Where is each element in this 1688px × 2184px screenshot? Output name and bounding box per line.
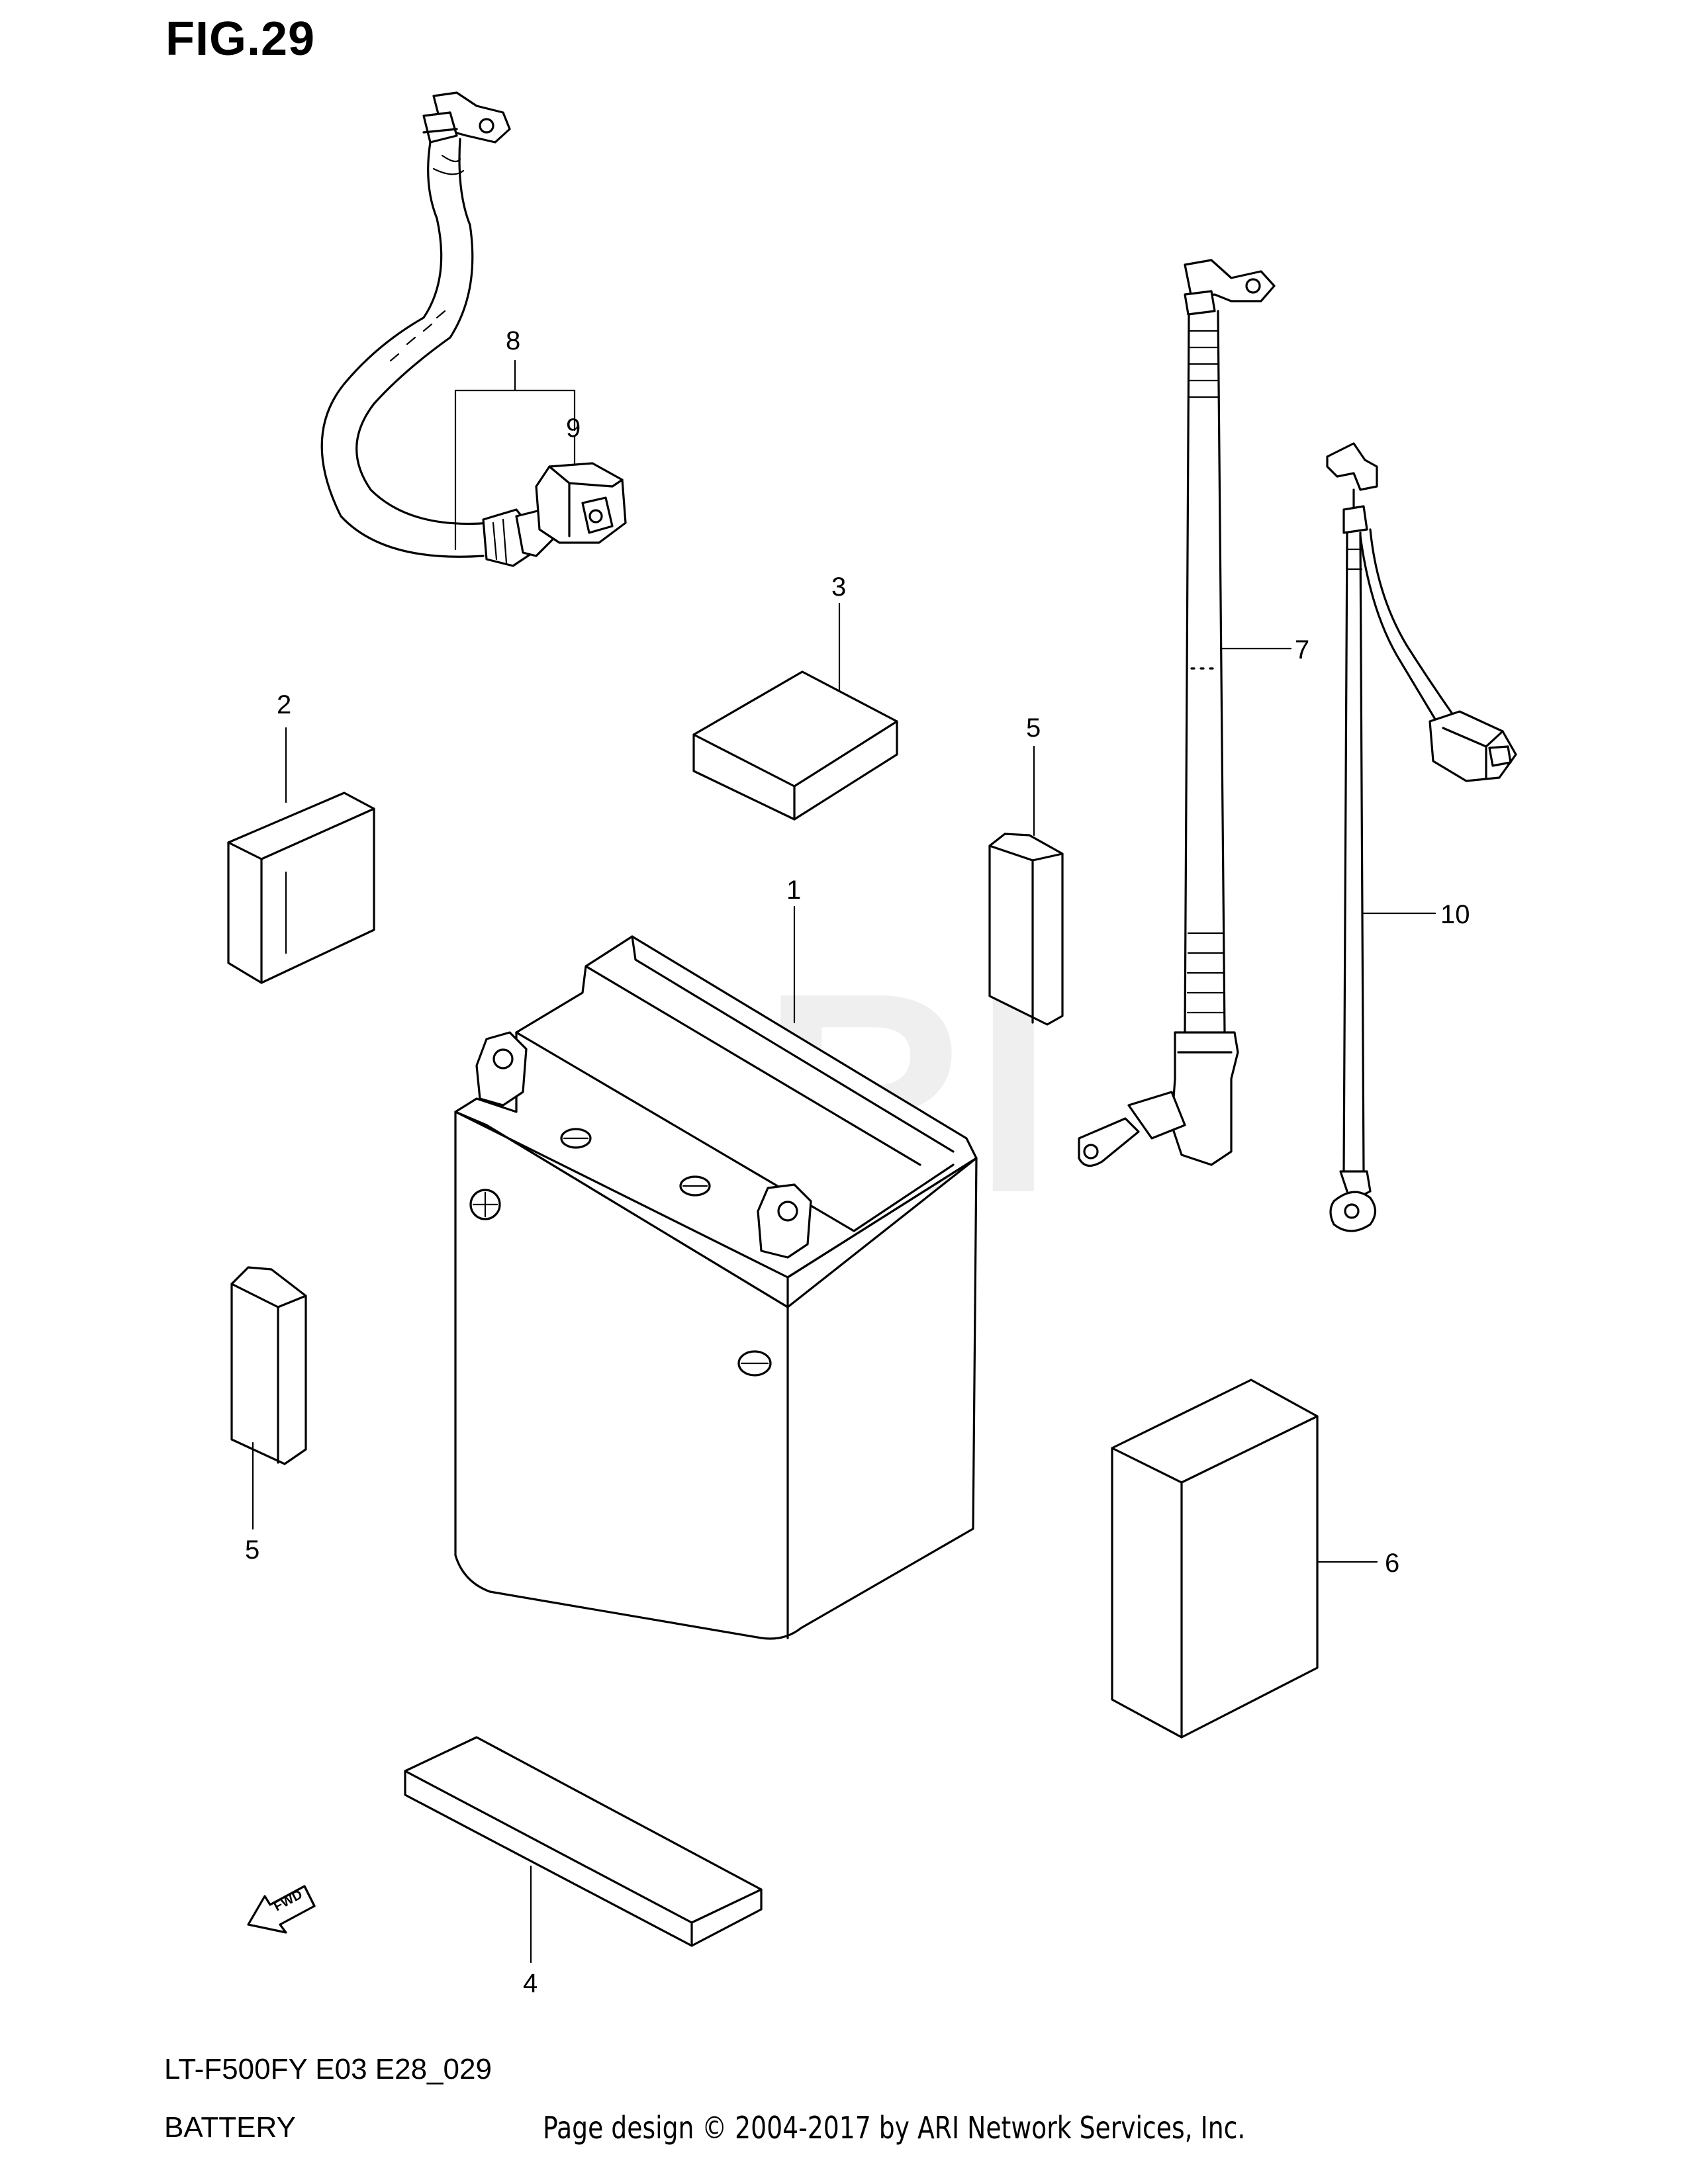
callout-6[interactable]: 6 [1385,1549,1399,1578]
callout-9[interactable]: 9 [566,414,581,443]
callout-5-lower[interactable]: 5 [245,1535,259,1565]
callout-4[interactable]: 4 [523,1969,538,1998]
part-5-lower-pad[interactable] [230,1266,307,1530]
model-code: LT-F500FY E03 E28_029 [164,2053,492,2085]
part-4-pad[interactable] [404,1736,763,1964]
callout-3[interactable]: 3 [831,572,846,602]
callout-5-upper[interactable]: 5 [1026,713,1041,743]
fwd-arrow: FWD [247,1885,316,1934]
callout-2[interactable]: 2 [277,690,291,719]
callout-1[interactable]: 1 [786,876,801,905]
part-10-harness[interactable] [1326,442,1517,1232]
part-5-upper-pad[interactable] [988,745,1064,1026]
part-2-block[interactable] [227,727,375,984]
part-6-block[interactable] [1111,1379,1378,1739]
callout-10[interactable]: 10 [1440,900,1470,929]
callout-8[interactable]: 8 [506,326,520,355]
figure-title: FIG.29 [165,13,316,66]
part-3-pad[interactable] [692,602,898,821]
callout-7[interactable]: 7 [1295,635,1309,664]
part-1-battery[interactable] [454,905,978,1640]
copyright-footer: Page design © 2004-2017 by ARI Network S… [543,2110,1246,2146]
battery-cable-assembly[interactable] [320,91,627,567]
part-7-cable[interactable] [1078,259,1292,1167]
section-name: BATTERY [164,2111,296,2144]
